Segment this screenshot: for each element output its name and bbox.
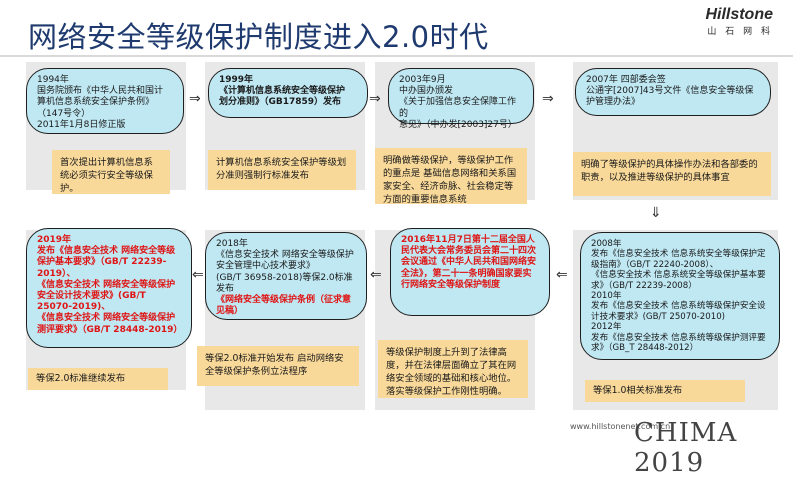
arrow-left-icon: ⇐	[370, 267, 382, 283]
logo: Hillstone 山 石 网 科	[705, 6, 773, 37]
arrow-right-icon: ⇒	[189, 91, 201, 107]
arrow-right-icon: ⇒	[542, 91, 554, 107]
step-2008-note: 等保1.0相关标准发布	[585, 380, 745, 402]
step-2008-line-6: 2012年	[591, 322, 622, 333]
step-2007-line-1: 2007年 四部委会签	[586, 75, 666, 85]
logo-sub: 山 石 网 科	[707, 27, 773, 37]
step-2003-bubble: 2003年9月 中办国办颁发 《关于加强信息安全保障工作的 意见》（中办发[20…	[388, 68, 534, 130]
footer-url: www.hillstonenet.com.cn	[570, 422, 671, 431]
step-2019-bubble: 2019年 发布《信息安全技术 网络安全等级保护基本要求》（GB/T 22239…	[26, 228, 192, 348]
step-2018-line-3: (GB/T 36958-2018)等保2.0标准发布	[216, 272, 353, 294]
arrow-right-icon: ⇒	[369, 91, 381, 107]
step-2008-line-5: 发布《信息安全技术 信息系统等级保护安全设计技术要求》(GB/T 25070-2…	[591, 301, 766, 322]
step-2008-line-2: 发布《信息安全技术 信息系统安全等级保护定级指南》（GB/T 22240-200…	[591, 249, 766, 270]
step-2007-note: 明确了等级保护的具体操作办法和各部委的职责，以及推进等级保护的具体事宜	[573, 152, 771, 196]
step-2008-line-4: 2010年	[591, 291, 622, 302]
logo-name: Hillstone	[705, 6, 773, 23]
step-2019-line-2: 发布《信息安全技术 网络安全等级保护基本要求》（GB/T 22239-2019）…	[37, 246, 176, 279]
step-2008-line-1: 2008年	[591, 239, 622, 249]
arrow-left-icon: ⇐	[556, 267, 568, 283]
step-2018-note: 等保2.0标准开始发布 启动网络安全等级保护条例立法程序	[197, 346, 359, 386]
step-1994-line-4: （147号令）	[37, 108, 91, 119]
title-divider	[0, 55, 793, 57]
step-2003-line-3: 《关于加强信息安全保障工作的	[399, 97, 517, 119]
step-2007-line-2: 公通字[2007]43号文件《信息安全等级保护管理办法》	[586, 86, 754, 108]
step-1999-line-2: 《计算机信息系统安全等级保护	[219, 86, 346, 97]
step-2018-line-2: 《信息安全技术 网络安全等级保护安全管理中心技术要求》	[216, 250, 354, 272]
step-2003-line-1: 2003年9月	[399, 75, 446, 85]
step-1994-line-3: 算机信息系统安全保护条例》	[37, 97, 155, 108]
step-2008-bubble: 2008年 发布《信息安全技术 信息系统安全等级保护定级指南》（GB/T 222…	[580, 232, 780, 360]
step-1994-bubble: 1994年 国务院颁布《中华人民共和国计 算机信息系统安全保护条例》 （147号…	[26, 68, 184, 134]
step-2018-bubble: 2018年 《信息安全技术 网络安全等级保护安全管理中心技术要求》 (GB/T …	[205, 232, 367, 320]
step-1999-note: 计算机信息系统安全保护等级划分准则强制行标准发布	[208, 150, 356, 190]
step-1994-note: 首次提出计算机信息系统必须实行安全等级保护。	[52, 150, 170, 194]
step-1999-line-1: 1999年	[219, 75, 254, 85]
step-1994-line-2: 国务院颁布《中华人民共和国计	[37, 86, 164, 97]
step-2008-line-3: 《信息安全技术 信息系统安全等级保护基本要求》（GB/T 22239-2008）	[591, 270, 766, 291]
footer-brand: CHIMA 2019	[634, 418, 738, 478]
step-1999-bubble: 1999年 《计算机信息系统安全等级保护 划分准则》（GB17859）发布	[208, 68, 368, 118]
step-2003-note: 明确做等级保护，等级保护工作的重点是 基础信息网络和关系国家安全、经济命脉、社会…	[375, 148, 527, 205]
step-1994-line-5: 2011年1月8日修正版	[37, 119, 126, 130]
step-2019-line-3: 《信息安全技术 网络安全等级保护安全设计技术要求》(GB/T 25070-201…	[37, 279, 176, 313]
step-2007-bubble: 2007年 四部委会签 公通字[2007]43号文件《信息安全等级保护管理办法》	[575, 68, 771, 116]
step-2016-bubble: 2016年11月7日第十二届全国人民代表大会常务委员会第二十四次会议通过《中华人…	[390, 228, 550, 316]
step-2018-line-1: 2018年	[216, 239, 248, 249]
step-2008-line-7: 发布《信息安全技术 信息系统等级保护测评要求》（GB_T 28448-2012）	[591, 332, 766, 354]
step-2003-line-2: 中办国办颁发	[399, 86, 454, 97]
step-1999-line-3: 划分准则》（GB17859）发布	[219, 97, 342, 108]
step-2016-line-1: 2016年11月7日第十二届全国人民代表大会常务委员会第二十四次会议通过《中华人…	[401, 235, 537, 290]
step-2018-line-4: 《网络安全等级保护条例（征求意见稿）	[216, 295, 352, 317]
step-2019-note: 等保2.0标准继续发布	[28, 368, 168, 390]
step-2003-line-4: 意见》（中办发[2003]27号）	[399, 119, 517, 130]
step-2019-line-1: 2019年	[37, 235, 72, 245]
page-title: 网络安全等级保护制度进入2.0时代	[28, 20, 489, 54]
step-1994-line-1: 1994年	[37, 75, 69, 85]
step-2016-note: 等级保护制度上升到了法律高度，并在法律层面确立了其在网络安全领域的基础和核心地位…	[378, 340, 528, 398]
arrow-left-icon: ⇐	[192, 267, 204, 283]
arrow-down-icon: ⇓	[650, 205, 662, 221]
step-2019-line-4: 《信息安全技术 网络安全等级保护测评要求》（GB/T 28448-2019）	[37, 313, 183, 335]
